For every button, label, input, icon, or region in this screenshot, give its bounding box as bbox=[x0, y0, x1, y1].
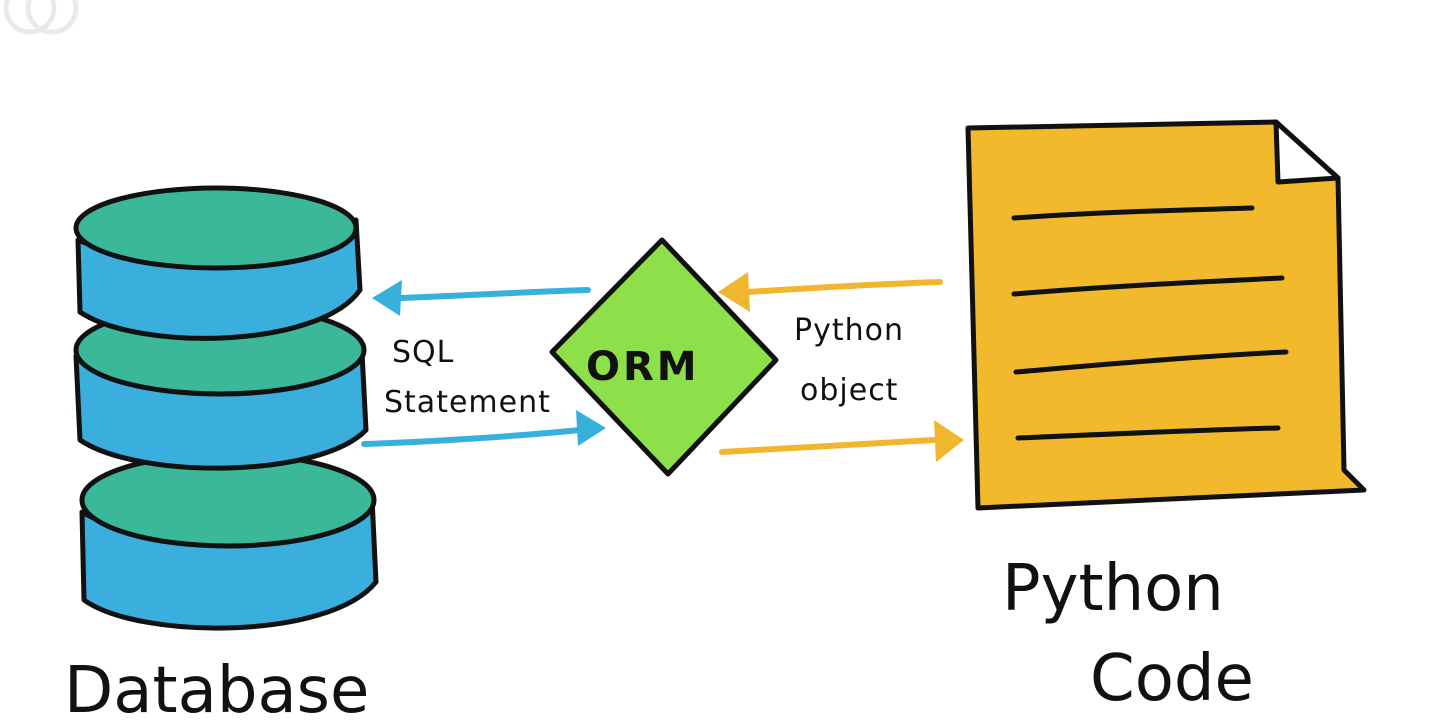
code-line-4 bbox=[1015, 425, 1281, 441]
database-icon bbox=[73, 185, 379, 631]
code-line-3 bbox=[1013, 349, 1289, 375]
python-code-label-line1: Python bbox=[1002, 552, 1224, 626]
sql-label-line1: SQL bbox=[392, 335, 454, 370]
code-line-2 bbox=[1011, 275, 1285, 297]
pyobj-arrow-to-code bbox=[719, 420, 964, 462]
orm-node: ORM bbox=[549, 237, 779, 477]
code-line-1 bbox=[1011, 205, 1255, 221]
orm-label: ORM bbox=[586, 344, 700, 390]
document-icon bbox=[965, 119, 1367, 511]
pyobj-label-line1: Python bbox=[794, 313, 904, 348]
database-cylinder-bottom bbox=[79, 451, 379, 631]
database-label: Database bbox=[64, 654, 369, 724]
sql-label-line2: Statement bbox=[384, 385, 551, 420]
sql-arrow-to-orm bbox=[361, 410, 606, 447]
sql-arrow-to-database bbox=[372, 280, 591, 316]
python-code-label-line2: Code bbox=[1090, 642, 1254, 716]
pyobj-arrow-to-orm bbox=[718, 272, 943, 312]
pyobj-label-line2: object bbox=[800, 373, 898, 408]
database-cylinder-top bbox=[73, 185, 363, 341]
watermark-logo bbox=[3, 0, 79, 35]
